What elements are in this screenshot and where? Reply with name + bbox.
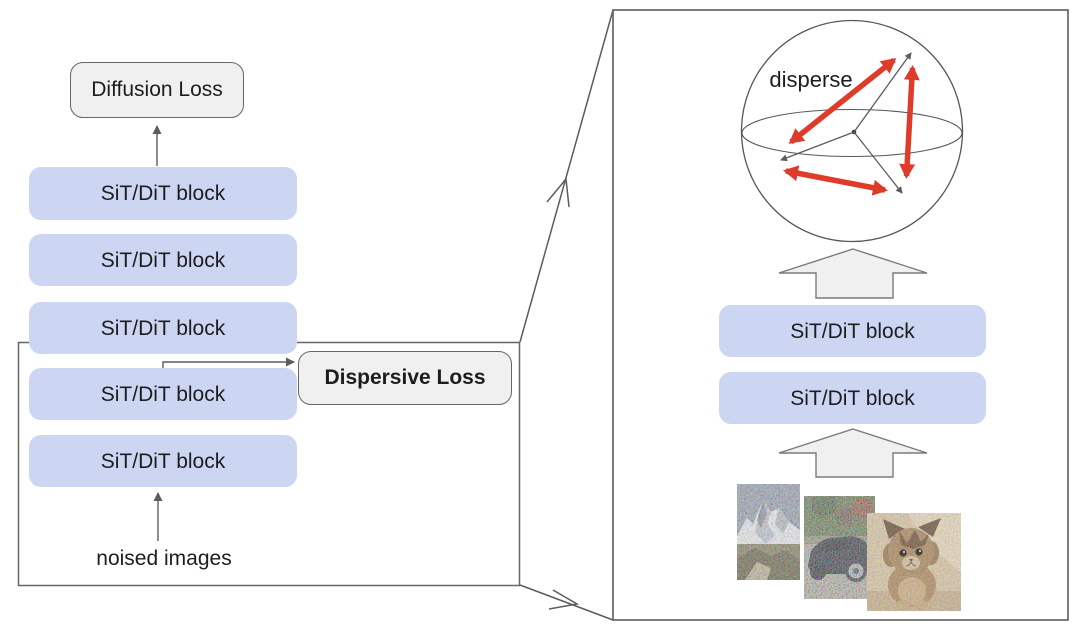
- block-label: SiT/DiT block: [100, 382, 226, 406]
- callout-arrowhead-top: [546, 177, 570, 208]
- sit-dit-block-2: SiT/DiT block: [29, 234, 297, 286]
- disperse-arrow-diagonal: [788, 57, 897, 145]
- up-block-arrow-bottom: [778, 428, 928, 478]
- sit-dit-block-1: SiT/DiT block: [29, 167, 297, 220]
- unit-sphere: [740, 19, 964, 243]
- callout-arrowhead-bottom: [548, 589, 580, 610]
- disperse-label: disperse: [769, 67, 853, 92]
- sit-dit-block-3: SiT/DiT block: [29, 302, 297, 354]
- noised-mountain-photo: [737, 484, 800, 580]
- callout-line-top: [519, 9, 614, 343]
- zoom-callout-lines: [519, 9, 614, 621]
- noised-kitten-photo: [867, 513, 961, 611]
- diffusion-loss-label: Diffusion Loss: [91, 78, 223, 101]
- block-label: SiT/DiT block: [790, 386, 915, 410]
- arrow-block-to-dispersive-loss: [162, 357, 295, 369]
- block-label: SiT/DiT block: [100, 248, 226, 272]
- sphere-outline: [740, 19, 964, 243]
- zoom-sit-dit-block-2: SiT/DiT block: [719, 372, 986, 424]
- block-label: SiT/DiT block: [100, 449, 226, 473]
- block-label: SiT/DiT block: [100, 316, 226, 340]
- up-block-arrow-top: [778, 248, 928, 299]
- block-label: SiT/DiT block: [790, 319, 915, 343]
- left-flow-arrows: [152, 125, 295, 541]
- noised-images-caption: noised images: [96, 547, 232, 570]
- callout-line-bottom: [519, 584, 614, 621]
- noised-car-photo: [804, 496, 875, 599]
- sit-dit-block-4: SiT/DiT block: [29, 368, 297, 420]
- disperse-arrow-bottom: [783, 165, 888, 196]
- zoom-sit-dit-block-1: SiT/DiT block: [719, 305, 986, 357]
- disperse-arrow-right: [899, 65, 920, 179]
- dispersive-loss-box: Dispersive Loss: [298, 351, 512, 405]
- dispersive-loss-label: Dispersive Loss: [324, 366, 486, 389]
- diffusion-loss-box: Diffusion Loss: [70, 62, 244, 118]
- block-label: SiT/DiT block: [100, 182, 226, 205]
- sit-dit-block-5: SiT/DiT block: [29, 435, 297, 487]
- disperse-arrows: [783, 57, 920, 196]
